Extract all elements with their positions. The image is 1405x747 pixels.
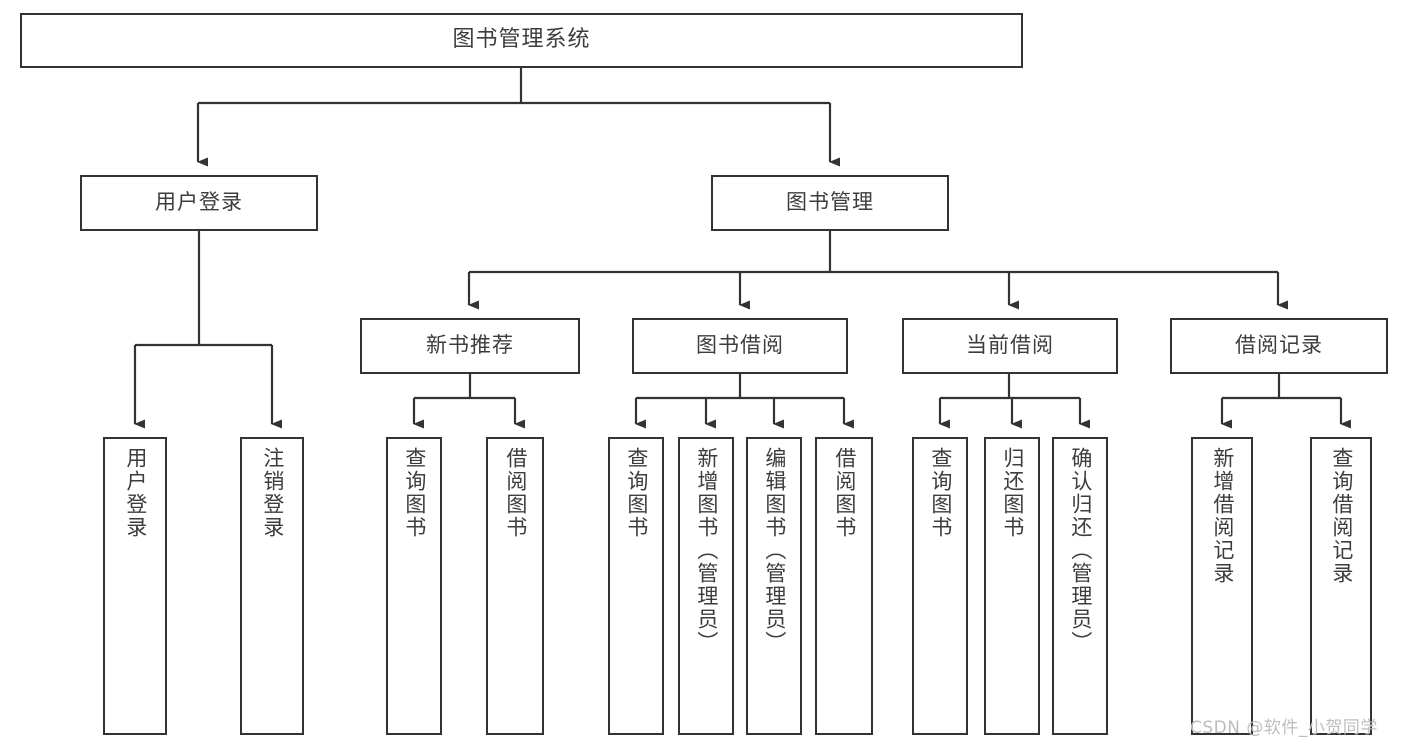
node-user-login[interactable]: 用户登录 — [80, 175, 318, 231]
edge-root-to-level2 — [196, 68, 840, 167]
node-new-book-rec[interactable]: 新书推荐 — [360, 318, 580, 374]
node-current-borrow[interactable]: 当前借阅 — [902, 318, 1118, 374]
node-leaf-borrow-book-2[interactable]: 借阅图书 — [815, 437, 873, 735]
node-new-book-rec-label: 新书推荐 — [426, 333, 514, 358]
node-borrow-record[interactable]: 借阅记录 — [1170, 318, 1388, 374]
node-leaf-logout-label: 注销登录 — [260, 447, 285, 539]
node-borrow-record-label: 借阅记录 — [1235, 333, 1323, 358]
node-leaf-query-book-3-label: 查询图书 — [928, 447, 953, 539]
node-leaf-borrow-book-2-label: 借阅图书 — [832, 447, 857, 539]
node-leaf-confirm-return[interactable]: 确认归还（管理员） — [1052, 437, 1108, 735]
node-leaf-user-login-label: 用户登录 — [123, 447, 148, 539]
node-leaf-query-book-1[interactable]: 查询图书 — [386, 437, 442, 735]
edge-bookmanage-to-level3 — [467, 231, 1288, 310]
node-leaf-user-login[interactable]: 用户登录 — [103, 437, 167, 735]
node-book-borrow[interactable]: 图书借阅 — [632, 318, 848, 374]
node-root[interactable]: 图书管理系统 — [20, 13, 1023, 68]
node-leaf-edit-book-label: 编辑图书（管理员） — [762, 447, 787, 654]
node-leaf-edit-book[interactable]: 编辑图书（管理员） — [746, 437, 802, 735]
edge-newbookrec-to-leaves — [412, 374, 525, 429]
node-book-manage-label: 图书管理 — [786, 190, 874, 215]
node-leaf-query-book-3[interactable]: 查询图书 — [912, 437, 968, 735]
edge-currentborrow-to-leaves — [938, 374, 1090, 429]
node-current-borrow-label: 当前借阅 — [966, 333, 1054, 358]
edge-bookborrow-to-leaves — [634, 374, 854, 429]
node-leaf-query-record[interactable]: 查询借阅记录 — [1310, 437, 1372, 735]
node-leaf-logout[interactable]: 注销登录 — [240, 437, 304, 735]
node-leaf-query-book-1-label: 查询图书 — [402, 447, 427, 539]
node-leaf-return-book[interactable]: 归还图书 — [984, 437, 1040, 735]
node-root-label: 图书管理系统 — [452, 27, 591, 53]
node-leaf-query-record-label: 查询借阅记录 — [1329, 447, 1354, 585]
node-leaf-add-book[interactable]: 新增图书（管理员） — [678, 437, 734, 735]
node-user-login-label: 用户登录 — [155, 190, 243, 215]
node-leaf-confirm-return-label: 确认归还（管理员） — [1068, 447, 1093, 654]
node-leaf-add-record[interactable]: 新增借阅记录 — [1191, 437, 1253, 735]
node-leaf-add-record-label: 新增借阅记录 — [1210, 447, 1235, 585]
node-leaf-add-book-label: 新增图书（管理员） — [694, 447, 719, 654]
node-leaf-return-book-label: 归还图书 — [1000, 447, 1025, 539]
edge-userlogin-to-leaves — [133, 231, 282, 429]
edge-borrowrecord-to-leaves — [1220, 374, 1351, 429]
node-leaf-query-book-2-label: 查询图书 — [624, 447, 649, 539]
node-book-manage[interactable]: 图书管理 — [711, 175, 949, 231]
node-leaf-borrow-book-1-label: 借阅图书 — [503, 447, 528, 539]
csdn-watermark: CSDN @软件_小贺同学 — [1190, 718, 1378, 738]
node-book-borrow-label: 图书借阅 — [696, 333, 784, 358]
node-leaf-query-book-2[interactable]: 查询图书 — [608, 437, 664, 735]
node-leaf-borrow-book-1[interactable]: 借阅图书 — [486, 437, 544, 735]
